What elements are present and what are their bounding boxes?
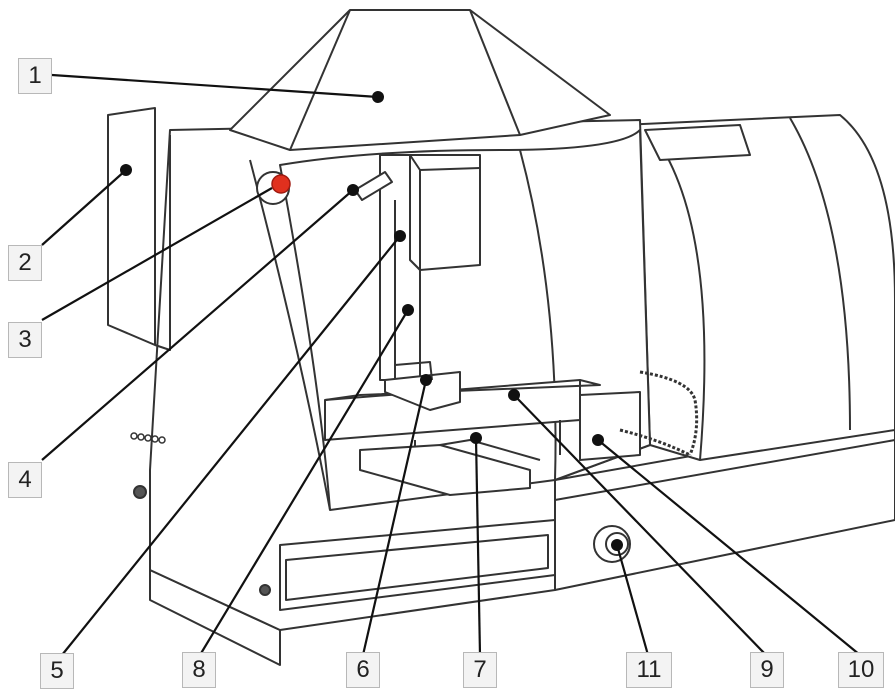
bolt <box>133 485 147 499</box>
leader-11 <box>615 544 650 656</box>
leader-5 <box>61 235 401 656</box>
nozzle <box>354 171 393 201</box>
callout-1: 1 <box>18 58 52 94</box>
right-housing <box>619 114 895 461</box>
left-door <box>107 107 156 346</box>
front-drawer <box>279 519 556 611</box>
leader-1 <box>51 73 379 99</box>
leader-4 <box>41 189 354 461</box>
bolt <box>259 584 271 596</box>
leader-8 <box>199 309 409 656</box>
callout-11: 11 <box>626 652 672 688</box>
vent-holes <box>130 432 166 444</box>
callout-5: 5 <box>40 653 74 689</box>
callout-10: 10 <box>838 652 884 688</box>
leader-2 <box>41 169 127 246</box>
callout-2: 2 <box>8 245 42 281</box>
leader-3 <box>41 187 273 321</box>
red-button <box>271 174 291 194</box>
leader-9 <box>513 394 767 656</box>
callout-8: 8 <box>182 652 216 688</box>
callout-3: 3 <box>8 322 42 358</box>
leader-dots <box>120 91 623 551</box>
display-slot <box>644 124 751 161</box>
leader-10 <box>597 439 861 656</box>
callout-7: 7 <box>463 652 497 688</box>
callout-9: 9 <box>750 652 784 688</box>
column <box>379 154 421 381</box>
leader-7 <box>474 437 482 656</box>
leader-6 <box>361 379 428 656</box>
callout-6: 6 <box>346 652 380 688</box>
callout-4: 4 <box>8 462 42 498</box>
hose <box>619 370 699 457</box>
